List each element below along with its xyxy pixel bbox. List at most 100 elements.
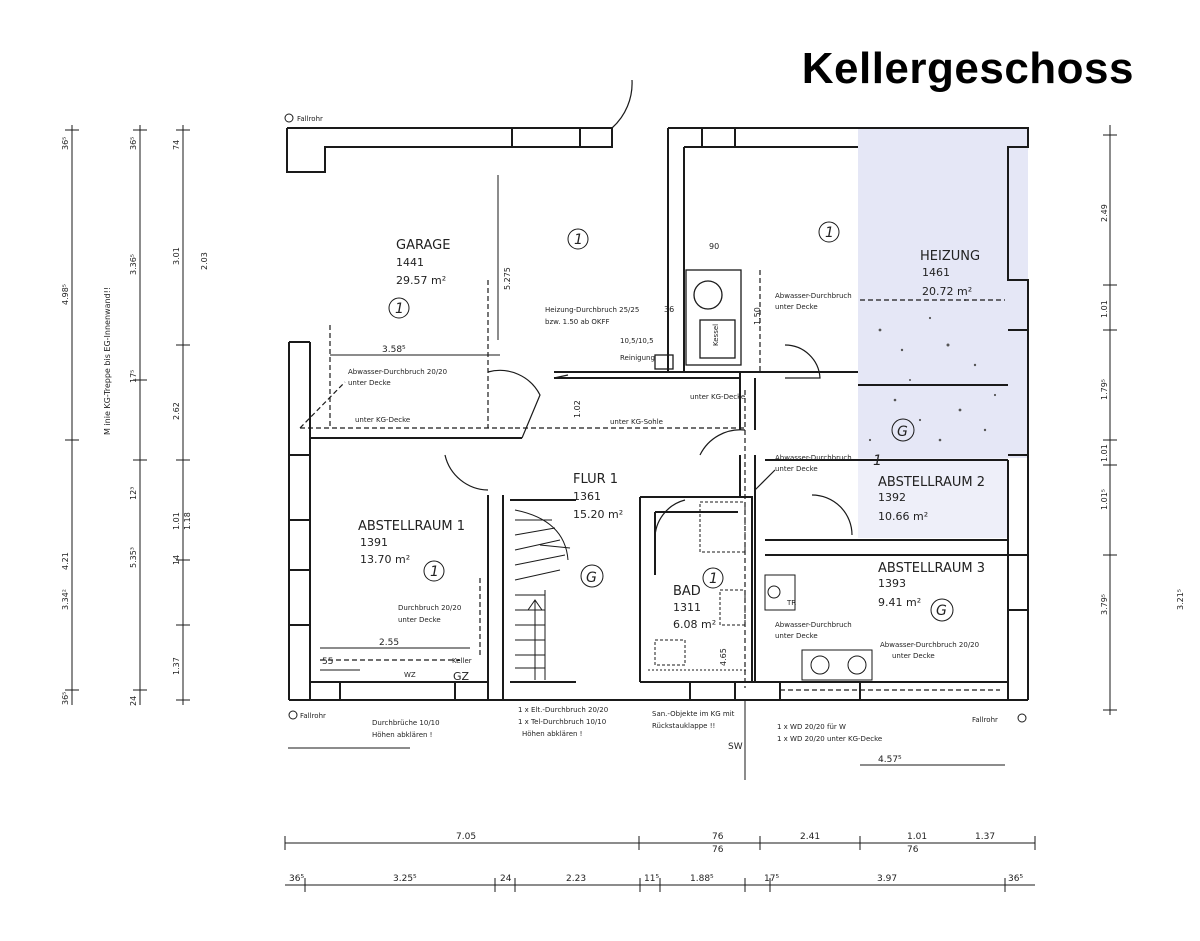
dim-3255: 3.25⁵ xyxy=(393,874,417,884)
staircase xyxy=(514,509,571,680)
dim-r-4: 1.01⁵ xyxy=(1100,489,1109,510)
dim-l1-2: 4.21 xyxy=(61,552,70,570)
note-keller: Keller xyxy=(452,657,472,665)
dim-l1-1: 4.98⁵ xyxy=(61,284,70,305)
note-tel: 1 x Tel-Durchbruch 10/10 xyxy=(518,718,606,726)
note-unter-decke-2: unter Decke xyxy=(775,303,818,311)
abstellraum1-area: 13.70 m² xyxy=(360,553,410,566)
abstellraum3-area: 9.41 m² xyxy=(878,596,921,609)
dim-r-3: 1.01 xyxy=(1100,444,1109,462)
dim-l1-0: 36⁵ xyxy=(61,137,70,150)
note-heizung-durchbruch: Heizung-Durchbruch 25/25 xyxy=(545,306,639,314)
heizung-marker: G xyxy=(897,424,908,440)
dim-365a: 36⁵ xyxy=(289,874,304,884)
note-san-objekte: San.-Objekte im KG mit xyxy=(652,710,735,718)
service-lines xyxy=(299,270,1005,691)
note-reinigung-size: 10,5/10,5 xyxy=(620,337,654,345)
note-vertical: M inie KG-Treppe bis EG-Innenwand!! xyxy=(103,287,112,435)
dim-1885: 1.88⁵ xyxy=(690,874,714,884)
dim-36: 36 xyxy=(664,305,674,314)
note-wz: WZ xyxy=(404,671,416,679)
dim-5275: 5.275 xyxy=(503,267,512,290)
note-durchbruch-abst1: Durchbruch 20/20 xyxy=(398,604,461,612)
bathroom-fixtures xyxy=(648,501,873,681)
note-reinigung: Reinigung xyxy=(620,354,655,362)
dim-55: 55 xyxy=(322,657,333,667)
note-heizung-durchbruch-sub: bzw. 1.50 ab OKFF xyxy=(545,318,610,326)
dim-465: 4.65 xyxy=(719,648,728,666)
bad-marker: 1 xyxy=(709,571,718,587)
dim-115: 11⁵ xyxy=(644,874,659,884)
garage-name: GARAGE xyxy=(396,238,450,253)
note-hohen-abklaren-2: Höhen abklären ! xyxy=(522,730,582,738)
note-fallrohr-right: Fallrohr xyxy=(972,716,998,724)
marker-1: 1 xyxy=(574,232,583,248)
note-abwasser-bad: Abwasser-Durchbruch xyxy=(775,621,852,629)
dim-3585: 3.58⁵ xyxy=(382,345,406,355)
dim-l2-3: 12³ xyxy=(129,487,138,500)
note-kessel: Kessel xyxy=(712,324,720,346)
abstellraum2-area: 10.66 m² xyxy=(878,510,928,523)
abstellraum3-name: ABSTELLRAUM 3 xyxy=(878,561,985,576)
note-gz: GZ xyxy=(453,670,470,683)
dim-175: 17⁵ xyxy=(764,874,779,884)
marker-3: 1 xyxy=(873,453,882,469)
dim-l2-5: 24 xyxy=(129,696,138,706)
dim-l1-4: 36⁵ xyxy=(61,692,70,705)
note-unter-kg-decke-2: unter KG-Decke xyxy=(690,393,745,401)
dim-l3b-1: 14 xyxy=(172,555,181,565)
marker-2: 1 xyxy=(825,225,834,241)
dim-l2-1: 3.36⁵ xyxy=(129,254,138,275)
abstellraum2-number: 1392 xyxy=(878,491,906,504)
dim-r-5: 3.79⁵ xyxy=(1100,594,1109,615)
heizung-number: 1461 xyxy=(922,266,950,279)
dim-l3-0: 74 xyxy=(172,140,181,150)
garage-marker: 1 xyxy=(395,301,404,317)
dim-l2-2: 17⁵ xyxy=(129,370,138,383)
dim-r-2: 1.79⁵ xyxy=(1100,379,1109,400)
floor-markers xyxy=(284,113,1027,723)
dim-r-6: 3.21⁵ xyxy=(1176,589,1185,610)
bad-name: BAD xyxy=(673,584,701,599)
flur-area: 15.20 m² xyxy=(573,508,623,521)
dim-76a: 76 xyxy=(712,832,724,842)
boiler xyxy=(654,269,742,370)
dim-24: 24 xyxy=(500,874,512,884)
note-unter-decke-4: unter Decke xyxy=(398,616,441,624)
note-ruckstauklappe: Rückstauklappe !! xyxy=(652,722,715,730)
dim-397: 3.97 xyxy=(877,874,897,884)
abstellraum2-name: ABSTELLRAUM 2 xyxy=(878,475,985,490)
doors xyxy=(444,79,853,541)
dim-r-1: 1.01 xyxy=(1100,300,1109,318)
dim-101: 1.01 xyxy=(907,832,927,842)
note-abwasser-top: Abwasser-Durchbruch xyxy=(775,292,852,300)
dim-137: 1.37 xyxy=(975,832,995,842)
dim-l2-4: 5.35³ xyxy=(129,547,138,568)
bad-area: 6.08 m² xyxy=(673,618,716,631)
note-abwasser-garage: Abwasser-Durchbruch 20/20 xyxy=(348,368,447,376)
note-abwasser-abst3: Abwasser-Durchbruch 20/20 xyxy=(880,641,979,649)
note-tr: TR xyxy=(786,599,796,607)
dim-l1-3: 3.34² xyxy=(61,589,70,610)
dim-90: 90 xyxy=(709,242,719,251)
abstellraum3-marker: G xyxy=(936,603,947,619)
dim-l3-5: 1.37 xyxy=(172,657,181,675)
flur-marker: G xyxy=(586,570,597,586)
dim-76c: 76 xyxy=(907,845,919,855)
garage-number: 1441 xyxy=(396,256,424,269)
dim-365b: 36⁵ xyxy=(1008,874,1023,884)
note-unter-decke-5: unter Decke xyxy=(775,632,818,640)
page-title: Kellergeschoss xyxy=(801,44,1134,93)
heizung-speckle xyxy=(868,299,997,442)
dim-4575: 4.57⁵ xyxy=(878,755,902,765)
note-abwasser-flur: Abwasser-Durchbruch xyxy=(775,454,852,462)
dim-705: 7.05 xyxy=(456,832,476,842)
dim-l3-2: 2.62 xyxy=(172,402,181,420)
note-unter-decke-6: unter Decke xyxy=(892,652,935,660)
dim-l3-3: 1.01 xyxy=(172,512,181,530)
note-fallrohr-top: Fallrohr xyxy=(297,115,323,123)
dim-l3-4: 1.18 xyxy=(183,512,192,530)
dim-l3b-0: 2.03 xyxy=(200,252,209,270)
note-unter-decke-3: unter Decke xyxy=(775,465,818,473)
